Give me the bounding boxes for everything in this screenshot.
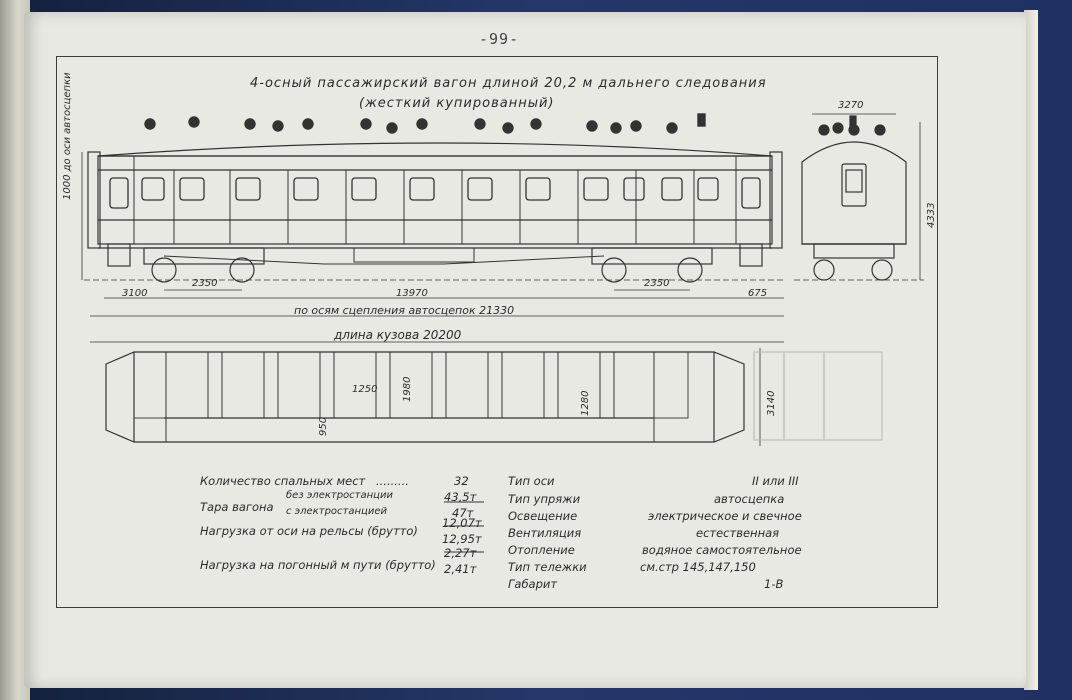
spec-tare-no-gen: без электростанции — [286, 490, 393, 501]
spec-sleeping-value: 32 — [454, 474, 469, 488]
side-dimensions — [81, 152, 784, 343]
plan-compartments — [165, 352, 655, 442]
spec-tare-with-gen: с электростанцией — [286, 506, 387, 517]
dim-bolster-spacing: 13970 — [396, 288, 428, 299]
dim-end-height: 4333 — [926, 202, 937, 228]
spec-tare-with-gen-value: 47т — [452, 506, 474, 520]
page-stack-edge — [1024, 10, 1038, 690]
side-windows — [109, 177, 761, 209]
spec-sleeping-label: Количество спальных мест — [200, 474, 366, 488]
spec-coupler-label: Тип упряжи — [508, 492, 581, 506]
dim-plan-pitch: 1250 — [352, 384, 378, 395]
side-elevation — [81, 113, 784, 343]
dim-plan-compartment: 1980 — [402, 376, 413, 402]
dim-overhang: 3100 — [122, 288, 148, 299]
spec-gauge-value: 1-В — [764, 577, 784, 591]
dim-truck-base-right: 2350 — [644, 278, 670, 289]
trucks — [143, 247, 713, 283]
side-panels — [133, 156, 737, 244]
spec-truck-label: Тип тележки — [508, 560, 587, 574]
dim-end-right: 675 — [748, 288, 768, 299]
spec-meter-value-1: 2,27т — [444, 546, 477, 560]
drawing-title: 4-осный пассажирский вагон длиной 20,2 м… — [250, 76, 767, 91]
end-view — [794, 113, 924, 281]
dim-end-width: 3270 — [838, 100, 864, 111]
roof-vents — [144, 113, 706, 134]
dim-plan-width: 3140 — [766, 390, 777, 416]
dim-plan-mid: 1280 — [580, 390, 591, 416]
spec-tare-label: Тара вагона — [200, 500, 274, 514]
spec-lighting-label: Освещение — [508, 509, 578, 523]
dim-truck-base-left: 2350 — [192, 278, 218, 289]
book-page: -99- 4-осный пассажирский вагон длиной 2… — [24, 12, 1026, 688]
spec-meter-value-2: 2,41т — [444, 562, 477, 576]
spec-vent-value: естественная — [696, 526, 780, 540]
spec-axle-value-2: 12,95т — [442, 532, 482, 546]
spec-axle-label: Нагрузка от оси на рельсы (брутто) — [200, 524, 418, 538]
dim-plan-corridor: 950 — [318, 416, 329, 436]
spec-gauge-label: Габарит — [508, 577, 558, 591]
spec-coupler-value: автосцепка — [714, 492, 785, 506]
dim-vertical-left: 1000 до оси автосцепки — [62, 72, 73, 200]
spec-meter-label: Нагрузка на погонный м пути (брутто) — [200, 558, 436, 572]
car-drawing — [81, 113, 924, 553]
spec-heating-value: водяное самостоятельное — [642, 543, 802, 557]
spec-axle-type-value: II или III — [752, 474, 799, 488]
plan-view — [105, 348, 883, 446]
spec-heating-label: Отопление — [508, 543, 575, 557]
spec-axle-value-1: 12,07т — [442, 516, 482, 530]
spec-lighting-value: электрическое и свечное — [648, 509, 802, 523]
spec-tare-no-gen-value: 43,5т — [444, 490, 477, 504]
page-number: -99- — [479, 30, 520, 48]
drawing-subtitle: (жесткий купированный) — [359, 96, 555, 111]
drawing-frame — [56, 56, 938, 608]
dim-coupler-span: по осям сцепления автосцепок 21330 — [294, 304, 515, 317]
dim-body-length: длина кузова 20200 — [334, 328, 462, 342]
spec-axle-type-label: Тип оси — [508, 474, 555, 488]
spec-vent-label: Вентиляция — [508, 526, 582, 540]
spec-truck-value: см.стр 145,147,150 — [640, 560, 756, 574]
